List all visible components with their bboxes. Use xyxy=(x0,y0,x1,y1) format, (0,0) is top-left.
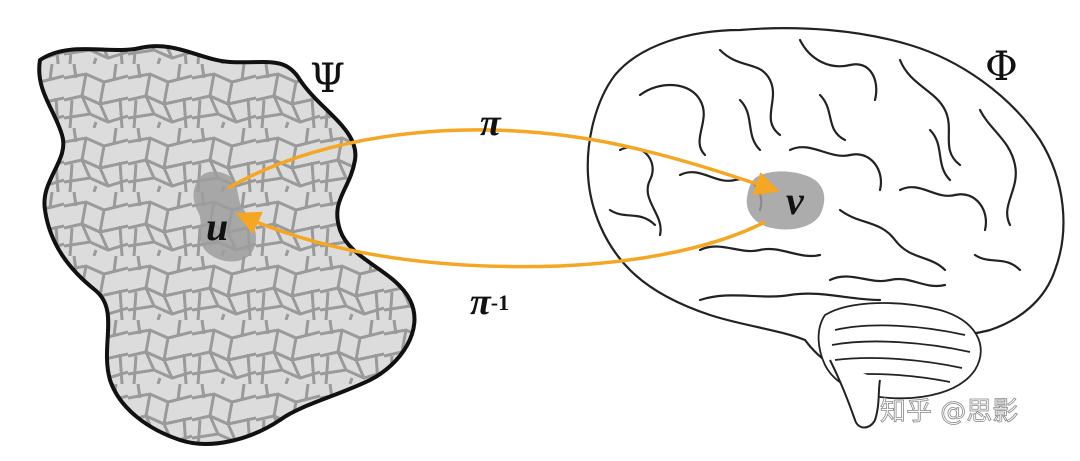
label-psi: Ψ xyxy=(310,56,345,102)
region-u xyxy=(193,171,257,262)
label-u: u xyxy=(206,204,228,249)
label-pi-inverse-sup: -1 xyxy=(491,290,509,315)
label-v: v xyxy=(786,178,805,223)
brain-icon xyxy=(586,27,1065,374)
arrow-pi-inverse xyxy=(235,211,766,269)
watermark-text: 知乎 @思影 xyxy=(880,397,1018,427)
arrow-pi xyxy=(227,128,780,196)
label-pi: π xyxy=(480,102,502,144)
label-pi-inverse: π-1 xyxy=(470,281,509,323)
label-phi: Φ xyxy=(985,44,1018,90)
label-pi-inverse-base: π xyxy=(470,281,492,323)
brainstem-icon xyxy=(829,359,881,429)
